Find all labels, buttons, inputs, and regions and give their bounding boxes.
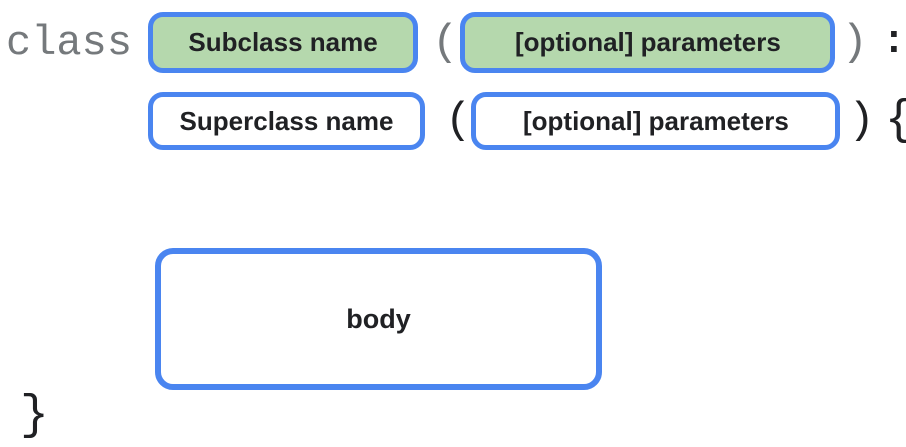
- superclass-name-box: Superclass name: [148, 92, 425, 150]
- superclass-declaration-row: Superclass name ( [optional] parameters …: [148, 92, 906, 150]
- superclass-parameters-label: [optional] parameters: [522, 105, 789, 136]
- open-brace-symbol: {: [885, 97, 906, 145]
- subclass-declaration-row: class Subclass name ( [optional] paramet…: [6, 12, 906, 73]
- subclass-parameters-box: [optional] parameters: [460, 12, 836, 73]
- subclass-name-label: Subclass name: [188, 27, 378, 57]
- close-paren-row1: ): [841, 17, 868, 68]
- close-paren-row2: ): [848, 96, 875, 146]
- class-body-label: body: [346, 303, 411, 334]
- open-paren-row1: (: [432, 17, 459, 68]
- open-paren-row2: (: [445, 96, 472, 146]
- superclass-parameters-box: [optional] parameters: [471, 92, 841, 150]
- subclass-parameters-label: [optional] parameters: [515, 27, 781, 57]
- close-brace-symbol: }: [20, 389, 49, 443]
- class-keyword: class: [6, 18, 133, 67]
- colon-symbol: :: [881, 19, 906, 65]
- class-body-box: body: [155, 248, 602, 390]
- superclass-name-label: Superclass name: [179, 105, 394, 136]
- subclass-name-box: Subclass name: [148, 12, 419, 73]
